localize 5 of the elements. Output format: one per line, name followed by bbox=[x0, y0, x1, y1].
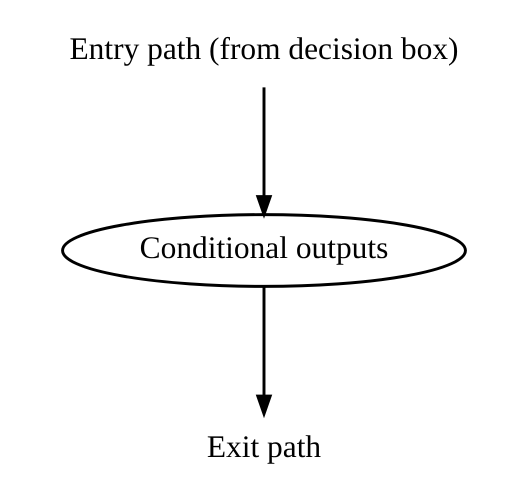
arrow bbox=[256, 87, 272, 219]
arrow bbox=[256, 287, 272, 418]
node-ellipse: Conditional outputs bbox=[61, 213, 467, 288]
node-text: Exit path bbox=[206, 429, 322, 464]
node-text: Entry path (from decision box) bbox=[70, 30, 458, 66]
